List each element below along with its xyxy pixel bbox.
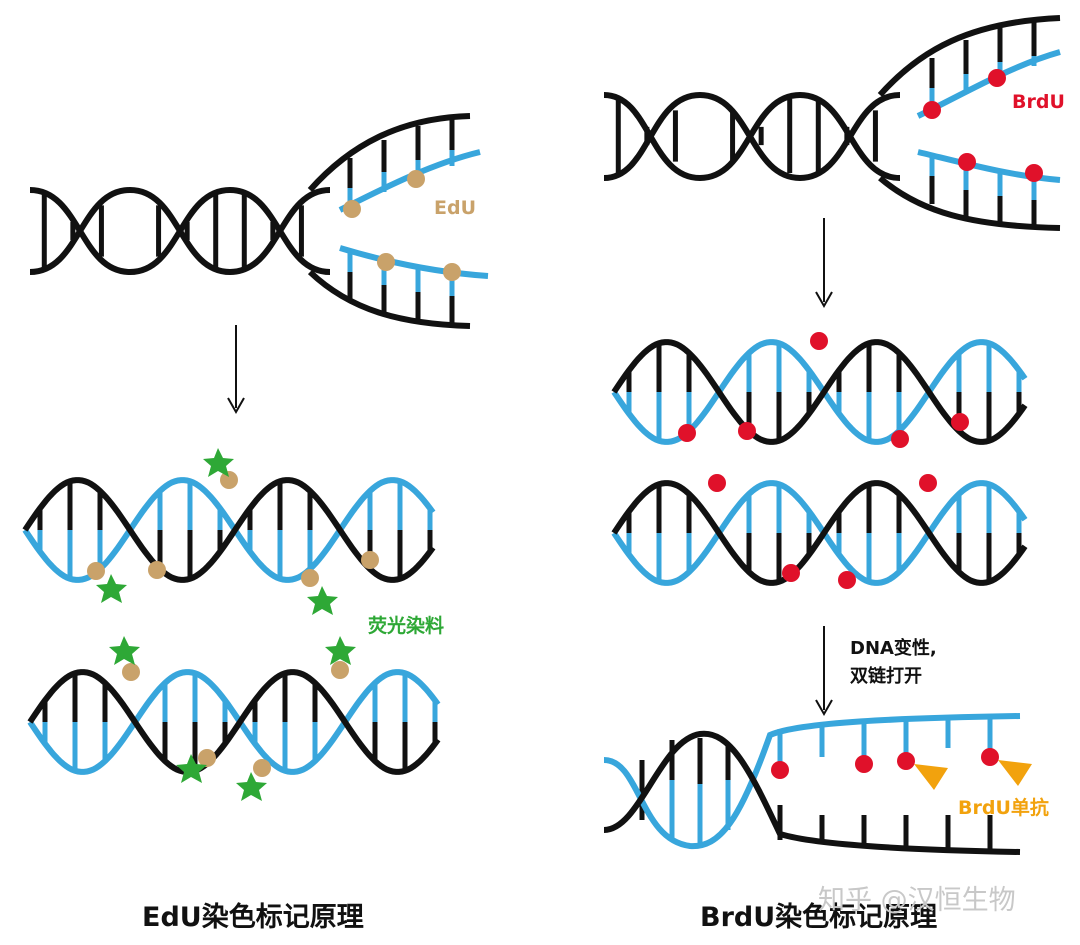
edu-nucleotide bbox=[361, 551, 379, 569]
brdu-nucleotide bbox=[738, 422, 756, 440]
edu-nucleotide bbox=[122, 663, 140, 681]
fluorescent-dye-star bbox=[307, 586, 338, 615]
brdu-nucleotide bbox=[897, 752, 915, 770]
fluorescent-dye-star bbox=[325, 636, 356, 665]
fluorescent-dye-star bbox=[176, 754, 207, 783]
edu-nucleotide bbox=[87, 562, 105, 580]
edu-labeled-helix-2 bbox=[27, 636, 441, 801]
brdu-opened-dna bbox=[603, 713, 1032, 855]
edu-labeled-helix-1 bbox=[22, 448, 436, 615]
brdu-nucleotide bbox=[708, 474, 726, 492]
brdu-replicating-dna bbox=[603, 15, 1061, 231]
brdu-nucleotide bbox=[981, 748, 999, 766]
denature-arrow bbox=[815, 626, 833, 717]
watermark: 知乎 @汉恒生物 bbox=[818, 885, 1016, 916]
brdu-process-arrow bbox=[815, 218, 833, 309]
brdu-nucleotide bbox=[678, 424, 696, 442]
edu-label: EdU bbox=[434, 197, 476, 219]
fluorescent-dye-star bbox=[236, 772, 267, 801]
fluorescent-dye-label: 荧光染料 bbox=[368, 614, 444, 637]
brdu-nucleotide bbox=[838, 571, 856, 589]
denature-label-line1: DNA变性, bbox=[850, 637, 937, 659]
brdu-nucleotide bbox=[988, 69, 1006, 87]
denature-label-line2: 双链打开 bbox=[850, 665, 922, 687]
brdu-nucleotide bbox=[1025, 164, 1043, 182]
brdu-nucleotide bbox=[810, 332, 828, 350]
edu-nucleotide bbox=[148, 561, 166, 579]
brdu-nucleotide bbox=[771, 761, 789, 779]
edu-replicating-dna bbox=[29, 113, 489, 329]
edu-nucleotide bbox=[343, 200, 361, 218]
edu-panel: EdU 荧光染料 bbox=[22, 113, 489, 933]
edu-nucleotide bbox=[443, 263, 461, 281]
fluorescent-dye-star bbox=[96, 574, 127, 603]
edu-title: EdU染色标记原理 bbox=[142, 901, 364, 933]
brdu-nucleotide bbox=[919, 474, 937, 492]
edu-nucleotide bbox=[407, 170, 425, 188]
fluorescent-dye-star bbox=[109, 636, 140, 665]
edu-process-arrow bbox=[227, 325, 245, 415]
edu-nucleotide bbox=[198, 749, 216, 767]
fluorescent-dye-star bbox=[203, 448, 234, 477]
edu-nucleotide bbox=[220, 471, 238, 489]
brdu-nucleotide bbox=[891, 430, 909, 448]
brdu-nucleotide bbox=[923, 101, 941, 119]
brdu-title: BrdU染色标记原理 bbox=[700, 901, 937, 933]
brdu-nucleotide bbox=[855, 755, 873, 773]
brdu-antibody-label: BrdU单抗 bbox=[958, 796, 1049, 819]
edu-nucleotide bbox=[253, 759, 271, 777]
edu-nucleotide bbox=[377, 253, 395, 271]
brdu-antibody-triangle bbox=[914, 764, 948, 790]
brdu-nucleotide bbox=[951, 413, 969, 431]
brdu-antibody-triangle bbox=[998, 760, 1032, 786]
brdu-label: BrdU bbox=[1012, 91, 1065, 113]
brdu-panel: BrdU bbox=[603, 15, 1065, 933]
edu-nucleotide bbox=[331, 661, 349, 679]
brdu-nucleotide bbox=[958, 153, 976, 171]
edu-nucleotide bbox=[301, 569, 319, 587]
brdu-labeled-helix-2 bbox=[611, 474, 1028, 589]
brdu-nucleotide bbox=[782, 564, 800, 582]
brdu-labeled-helix-1 bbox=[611, 332, 1028, 448]
